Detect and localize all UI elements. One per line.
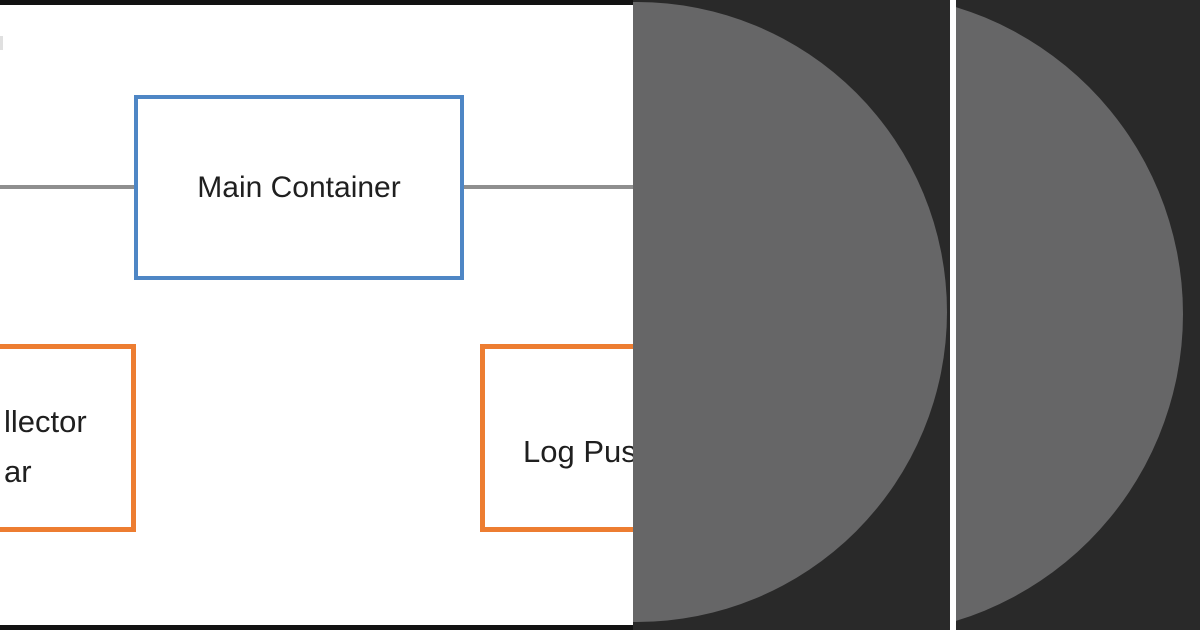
top-border-bar	[0, 0, 633, 5]
diagram-area: Main Container llector ar Log Pus	[0, 0, 633, 630]
decorative-circle-right	[956, 0, 1183, 630]
collector-label-line2: ar	[4, 454, 32, 489]
collector-label-line1: llector	[4, 404, 87, 439]
dark-panel-left	[633, 0, 950, 630]
decorative-circle-left	[633, 2, 947, 622]
log-pusher-label: Log Pus	[523, 434, 633, 469]
log-collector-sidecar-label: llector ar	[4, 397, 87, 497]
connector-line-left	[0, 185, 134, 189]
connector-line-right	[464, 185, 633, 189]
main-container-box: Main Container	[134, 95, 464, 280]
left-edge-mark	[0, 36, 3, 50]
bottom-border-bar	[0, 625, 633, 630]
log-collector-sidecar-box: llector ar	[0, 344, 136, 532]
dark-panel-right	[956, 0, 1200, 630]
main-container-label: Main Container	[197, 170, 401, 204]
log-pusher-box: Log Pus	[480, 344, 633, 532]
